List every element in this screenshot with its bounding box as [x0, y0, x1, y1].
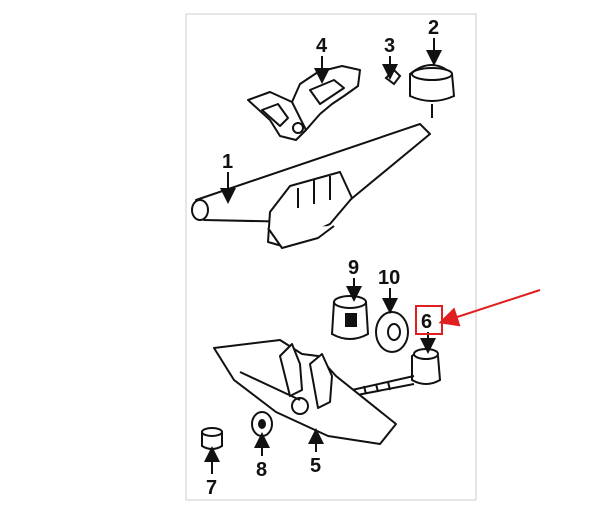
- spacer-part: [251, 411, 273, 437]
- callout-8: 8: [256, 459, 267, 481]
- callout-6: 6: [421, 311, 432, 333]
- callout-5: 5: [310, 455, 321, 477]
- leader-lines: [204, 38, 442, 474]
- callout-10: 10: [378, 267, 400, 289]
- callout-4: 4: [316, 35, 328, 57]
- callout-7: 7: [206, 477, 217, 499]
- bushing-part: [330, 295, 370, 340]
- callout-9: 9: [348, 257, 359, 279]
- lower-crossmember-part: [213, 339, 397, 445]
- callout-1: 1: [222, 151, 233, 173]
- crossmember-part: [191, 123, 431, 249]
- mount-part: [409, 64, 456, 118]
- washer-part: [375, 311, 409, 353]
- bracket-part: [247, 65, 361, 141]
- callout-3: 3: [384, 35, 395, 57]
- callout-2: 2: [428, 17, 439, 39]
- highlight-arrow: [438, 289, 541, 327]
- small-bushing-part: [201, 427, 223, 450]
